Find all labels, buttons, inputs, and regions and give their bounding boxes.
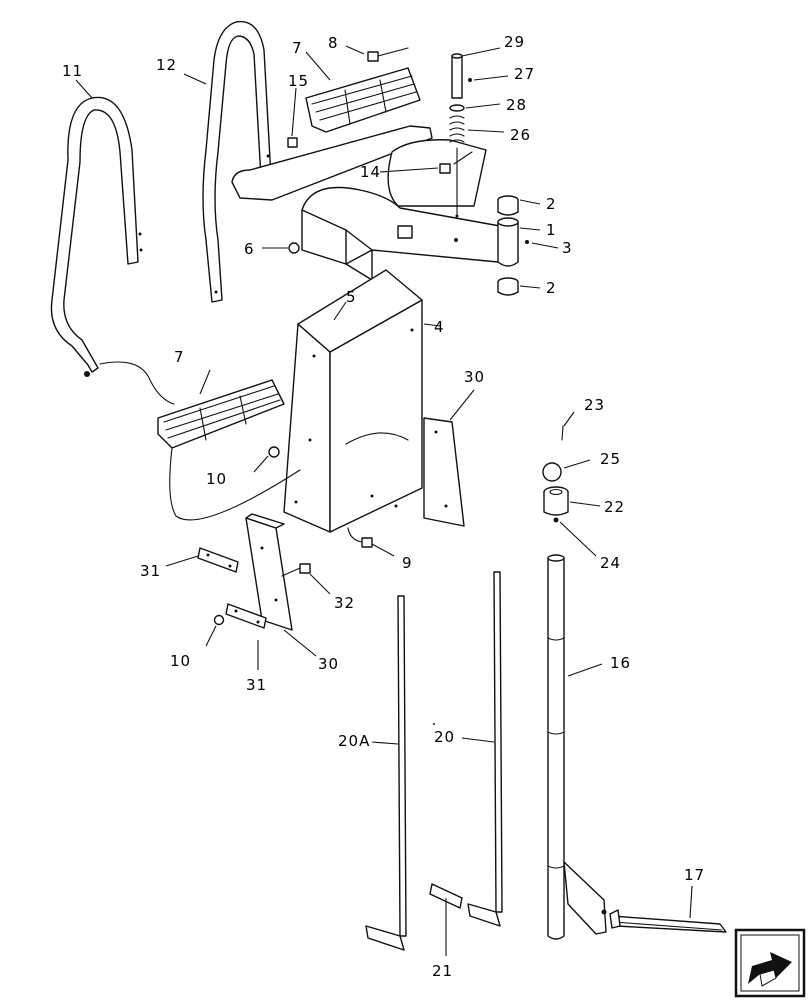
callout-9: 9: [402, 554, 413, 572]
callout-22: 22: [604, 498, 625, 516]
callout-2-lower: 2: [546, 279, 557, 297]
shaft-16: [547, 554, 607, 940]
part-21: [429, 883, 463, 909]
callout-7-upper: 7: [292, 39, 303, 57]
callout-10-lower: 10: [170, 652, 191, 670]
callout-32: 32: [334, 594, 355, 612]
callout-26: 26: [510, 126, 531, 144]
step-box-4: [283, 269, 423, 533]
callout-7-lower: 7: [174, 348, 185, 366]
callout-4: 4: [434, 318, 445, 336]
pad-30-lower: [245, 513, 293, 631]
lower-step-7: [99, 361, 301, 521]
rod-20: [433, 571, 503, 927]
pad-30-right: [423, 417, 465, 527]
callout-30-lower: 30: [318, 655, 339, 673]
callout-31-lower: 31: [246, 676, 267, 694]
lever-17: [609, 909, 727, 933]
plate-31-lower: [225, 603, 267, 629]
leader-lines: [75, 45, 693, 956]
plate-31-upper: [197, 547, 239, 573]
callout-11: 11: [62, 62, 83, 80]
bolt-32: [281, 563, 311, 577]
pivot-head: [542, 425, 569, 523]
handrail-12: [202, 20, 273, 303]
callout-1: 1: [546, 221, 557, 239]
callout-23: 23: [584, 396, 605, 414]
callout-28: 28: [506, 96, 527, 114]
callout-10-upper: 10: [206, 470, 227, 488]
upper-step-7: [231, 67, 433, 201]
callout-12: 12: [156, 56, 177, 74]
callout-15: 15: [288, 72, 309, 90]
callout-6: 6: [244, 240, 255, 258]
callout-14: 14: [360, 163, 381, 181]
bolt-14: [439, 151, 473, 174]
callout-2-upper: 2: [546, 195, 557, 213]
callout-5: 5: [346, 288, 357, 306]
handrail-11: [50, 96, 143, 377]
callout-29: 29: [504, 33, 525, 51]
rod-20a: [365, 595, 407, 951]
callout-17: 17: [684, 866, 705, 884]
callout-20: 20: [434, 728, 455, 746]
callout-25: 25: [600, 450, 621, 468]
callout-24: 24: [600, 554, 621, 572]
support-arm-1: [301, 139, 529, 296]
callout-27: 27: [514, 65, 535, 83]
callout-labels: 1 2 2 3 4 5 6 7 7 8 9 10 10 11 12 14 15 …: [62, 33, 705, 980]
callout-20a: 20A: [338, 732, 370, 750]
callout-3: 3: [562, 239, 573, 257]
next-page-arrow-icon[interactable]: [734, 928, 806, 998]
callout-16: 16: [610, 654, 631, 672]
callout-21: 21: [432, 962, 453, 980]
callout-31-upper: 31: [140, 562, 161, 580]
callout-8: 8: [328, 34, 339, 52]
callout-30-right: 30: [464, 368, 485, 386]
